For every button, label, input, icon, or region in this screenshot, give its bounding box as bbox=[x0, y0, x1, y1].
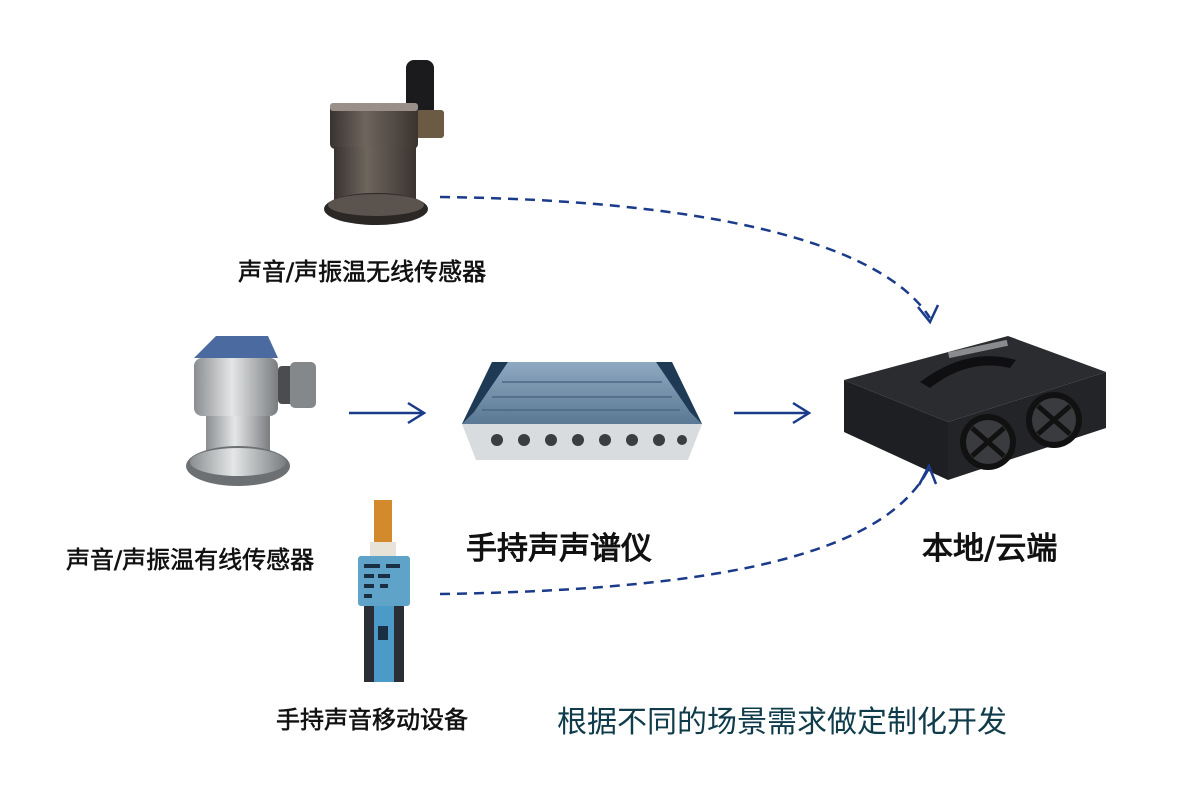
handheld-device-label: 手持声音移动设备 bbox=[276, 706, 469, 735]
arrow-wireless-to-local bbox=[439, 195, 932, 319]
wired-sensor-label: 声音/声振温有线传感器 bbox=[66, 546, 315, 575]
spectrum-analyzer-label: 手持声声谱仪 bbox=[466, 531, 652, 567]
local-cloud-label: 本地/云端 bbox=[922, 531, 1058, 567]
arrowhead-analyzer-to-local bbox=[792, 401, 812, 425]
wireless-sensor-label: 声音/声振温无线传感器 bbox=[238, 258, 487, 287]
customization-note: 根据不同的场景需求做定制化开发 bbox=[557, 705, 1007, 740]
arrowhead-handheld-to-local bbox=[917, 462, 938, 486]
wireless-sensor-image bbox=[324, 60, 444, 225]
handheld-device-image bbox=[358, 500, 410, 682]
spectrum-analyzer-image bbox=[462, 362, 702, 460]
server-box-image bbox=[844, 336, 1106, 480]
arrowhead-wired-to-analyzer bbox=[407, 401, 427, 425]
arrow-handheld-to-local bbox=[439, 469, 930, 596]
wired-sensor-image bbox=[186, 336, 316, 486]
arrowhead-wireless-to-local bbox=[917, 304, 940, 325]
